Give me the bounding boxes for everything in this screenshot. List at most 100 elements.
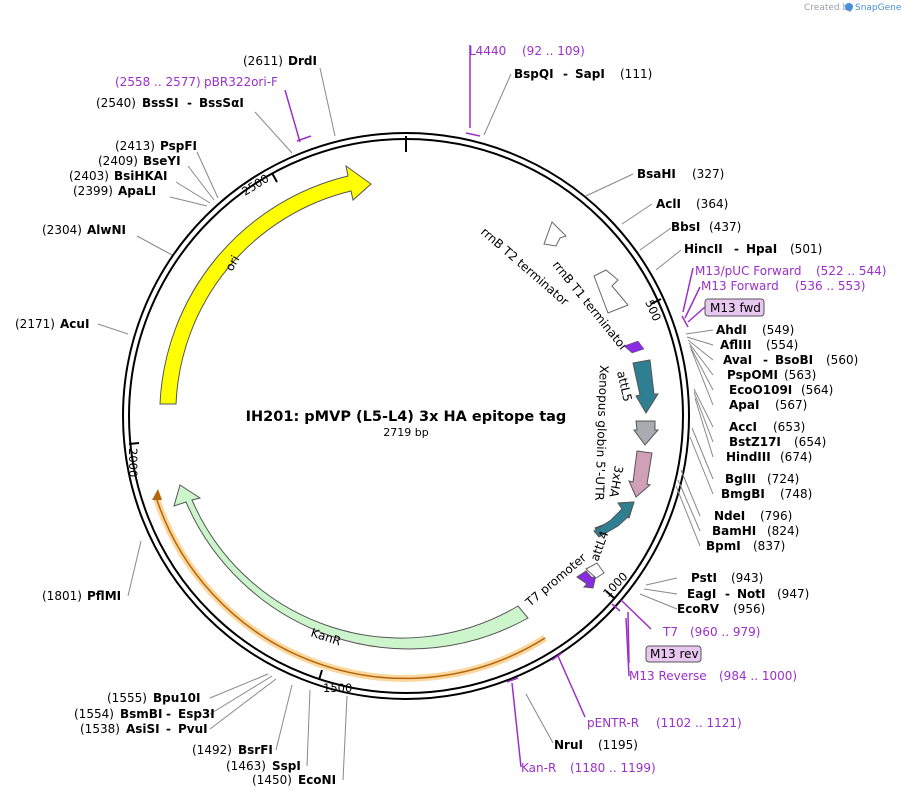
- site-name: ApaLI: [118, 184, 156, 198]
- tick-2500-mark: [271, 172, 278, 183]
- site-hincii[interactable]: HincII - HpaI (501): [684, 242, 822, 256]
- primer-m13-reverse[interactable]: M13 Reverse (984 .. 1000): [629, 669, 797, 683]
- primer-pentr-r[interactable]: pENTR-R (1102 .. 1121): [587, 716, 742, 730]
- site-pos: (2409): [98, 154, 138, 168]
- site-alt: NotI: [737, 587, 766, 601]
- site-pspfi[interactable]: (2413) PspFI: [115, 139, 197, 153]
- 3xha-feature[interactable]: [628, 450, 653, 498]
- primer-l4440[interactable]: L4440 (92 .. 109): [469, 44, 585, 58]
- t7-promoter-feature[interactable]: [576, 570, 597, 589]
- primer-kan-r[interactable]: Kan-R (1180 .. 1199): [521, 761, 656, 775]
- site-afliii[interactable]: AflIII (554): [720, 338, 798, 352]
- site-pflmi[interactable]: (1801) PflMI: [42, 589, 121, 603]
- site-eagi[interactable]: EagI - NotI (947): [687, 587, 809, 601]
- kanr-feature[interactable]: [173, 484, 529, 650]
- site-bbsi[interactable]: BbsI (437): [671, 220, 741, 234]
- tick-500-mark: [650, 298, 662, 305]
- site-psti[interactable]: PstI (943): [691, 571, 763, 585]
- attl4-body: [593, 501, 635, 538]
- primer-mark-arrow: [623, 340, 645, 354]
- site-avai[interactable]: AvaI - BsoBI (560): [723, 353, 858, 367]
- site-bseyi[interactable]: (2409) BseYI: [98, 154, 181, 168]
- site-bmgbi[interactable]: BmgBI (748): [721, 487, 812, 501]
- primer-range: (92 .. 109): [522, 44, 585, 58]
- primer-m13-rev-box[interactable]: M13 rev: [645, 645, 702, 663]
- site-apali[interactable]: (2399) ApaLI: [73, 184, 156, 198]
- site-separator: -: [187, 96, 192, 110]
- site-pos: (1554): [74, 707, 114, 721]
- attl5-feature[interactable]: [632, 359, 659, 414]
- primer-markers: [284, 45, 706, 768]
- site-bglii[interactable]: BglII (724): [725, 472, 799, 486]
- site-pos: (1801): [42, 589, 82, 603]
- site-hindiii[interactable]: HindIII (674): [726, 450, 812, 464]
- site-pos: (1195): [598, 738, 638, 752]
- site-ahdi[interactable]: AhdI (549): [716, 323, 794, 337]
- site-pos: (796): [760, 509, 792, 523]
- site-pos: (2540): [96, 96, 136, 110]
- primer-pbr322ori-f[interactable]: (2558 .. 2577) pBR322ori-F: [115, 75, 278, 89]
- site-alwni[interactable]: (2304) AlwNI: [42, 223, 126, 237]
- site-pos: (1555): [107, 691, 147, 705]
- site-name: AlwNI: [87, 223, 126, 237]
- primer-name: T7: [662, 625, 678, 639]
- site-bsssi[interactable]: (2540) BssSI - BssSαI: [96, 96, 244, 110]
- site-pos: (2304): [42, 223, 82, 237]
- site-acui[interactable]: (2171) AcuI: [15, 317, 89, 331]
- site-name: AclI: [656, 197, 681, 211]
- site-ndei[interactable]: NdeI (796): [714, 509, 792, 523]
- primer-m13-fwd-box[interactable]: M13 fwd: [704, 298, 765, 317]
- primer-range: (960 .. 979): [690, 625, 760, 639]
- site-name: BbsI: [671, 220, 700, 234]
- rrnb-t2-terminator-feature[interactable]: [543, 221, 567, 247]
- site-acli[interactable]: AclI (364): [656, 197, 728, 211]
- site-asisi[interactable]: (1538) AsiSI - PvuI: [80, 722, 208, 736]
- site-ecorv[interactable]: EcoRV (956): [677, 602, 765, 616]
- xenopus-utr-label: Xenopus globin 5'-UTR: [592, 365, 611, 501]
- site-acci[interactable]: AccI (653): [729, 420, 805, 434]
- site-econi[interactable]: (1450) EcoNI: [252, 773, 336, 787]
- snapgene-brand: Created by SnapGene: [804, 3, 902, 13]
- site-pspomi[interactable]: PspOMI (563): [727, 368, 816, 382]
- plasmid-length: 2719 bp: [383, 426, 428, 439]
- attl4-label: attL4: [588, 529, 612, 563]
- site-apai[interactable]: ApaI (567): [729, 398, 807, 412]
- site-bsmbi[interactable]: (1554) BsmBI - Esp3I: [74, 707, 215, 721]
- site-bpmi[interactable]: BpmI (837): [706, 539, 785, 553]
- site-bstz17i[interactable]: BstZ17I (654): [729, 435, 826, 449]
- primer-t7[interactable]: T7 (960 .. 979): [662, 625, 760, 639]
- site-name: AhdI: [716, 323, 747, 337]
- xenopus-utr-feature[interactable]: [633, 420, 660, 446]
- site-nrui[interactable]: NruI (1195): [554, 738, 638, 752]
- site-bsahi[interactable]: BsaHI (327): [637, 167, 724, 181]
- lac-operator-arrow: [585, 562, 605, 579]
- site-bspqi[interactable]: BspQI - SapI (111): [514, 67, 652, 81]
- site-pos: (364): [696, 197, 728, 211]
- backbone-outer-ring: [122, 132, 690, 700]
- primer-range: (1102 .. 1121): [656, 716, 742, 730]
- site-separator: -: [734, 242, 739, 256]
- rrnb-t1-terminator-feature[interactable]: [593, 269, 629, 314]
- primer-name: pENTR-R: [587, 716, 639, 730]
- site-pos: (748): [780, 487, 812, 501]
- site-pos: (654): [794, 435, 826, 449]
- site-name: HindIII: [726, 450, 771, 464]
- site-bsrfi[interactable]: (1492) BsrFI: [192, 743, 273, 757]
- ori-feature[interactable]: [159, 164, 372, 405]
- site-bpu10i[interactable]: (1555) Bpu10I: [107, 691, 200, 705]
- site-sspi[interactable]: (1463) SspI: [226, 759, 301, 773]
- brand-prefix: Created by: [804, 3, 854, 13]
- site-pos: (653): [773, 420, 805, 434]
- site-drdi[interactable]: (2611) DrdI: [243, 54, 317, 68]
- site-bamhi[interactable]: BamHI (824): [712, 524, 799, 538]
- primer-name: Kan-R: [521, 761, 556, 775]
- site-bsihkai[interactable]: (2403) BsiHKAI: [69, 169, 168, 183]
- primer-m13-forward[interactable]: M13 Forward (536 .. 553): [701, 279, 865, 293]
- site-pos: (947): [777, 587, 809, 601]
- primer-m13-puc-forward[interactable]: M13/pUC Forward (522 .. 544): [695, 264, 886, 278]
- tick-2500: 2500: [239, 171, 271, 198]
- site-name: PspOMI: [727, 368, 778, 382]
- site-name: NdeI: [714, 509, 745, 523]
- site-ecoo109i[interactable]: EcoO109I (564): [729, 383, 833, 397]
- site-name: BseYI: [143, 154, 181, 168]
